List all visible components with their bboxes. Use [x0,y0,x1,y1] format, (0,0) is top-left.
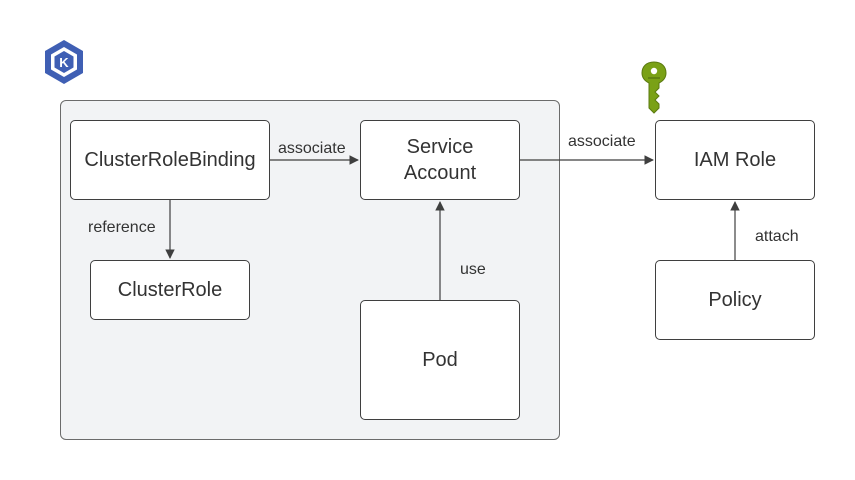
iam-role-node: IAM Role [655,120,815,200]
cluster-role-binding-node: ClusterRoleBinding [70,120,270,200]
edge-label-binding-associate: associate [278,140,346,157]
edge-label-reference: reference [88,219,156,236]
policy-node: Policy [655,260,815,340]
iam-key-icon [641,61,667,114]
kubernetes-icon: K [45,40,83,84]
edge-label-use: use [460,261,486,278]
edge-label-iam-associate: associate [568,133,636,150]
cluster-role-node: ClusterRole [90,260,250,320]
svg-text:K: K [59,55,69,70]
service-account-node: Service Account [360,120,520,200]
edge-label-attach: attach [755,228,799,245]
pod-node: Pod [360,300,520,420]
